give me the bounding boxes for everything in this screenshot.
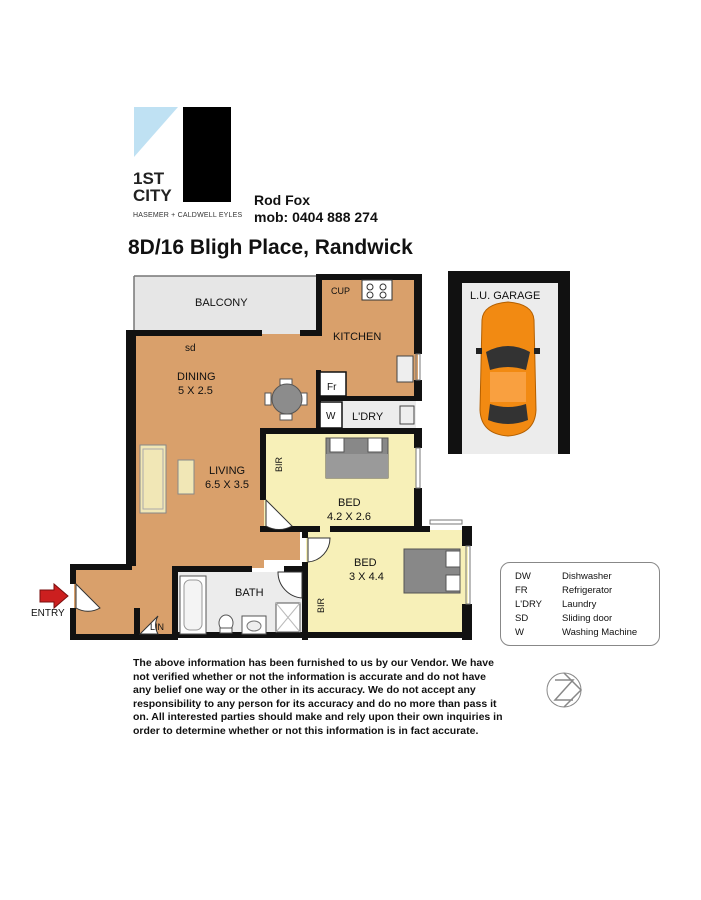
dining-label: DINING bbox=[177, 371, 216, 383]
washing-machine-box bbox=[319, 401, 343, 429]
logo-mark bbox=[134, 107, 231, 202]
windows bbox=[415, 353, 471, 605]
door-swings bbox=[75, 498, 331, 635]
bed-1-door bbox=[265, 498, 293, 530]
kitchen-sink bbox=[396, 355, 414, 383]
fridge-box bbox=[319, 371, 347, 397]
bed-1-label: BED bbox=[338, 497, 361, 509]
bed-2-door bbox=[307, 537, 331, 563]
bir-1-label: BIR bbox=[274, 456, 284, 472]
living-label: LIVING bbox=[209, 465, 245, 477]
cupboard-label: CUP bbox=[331, 286, 350, 296]
agent-mobile: mob: 0404 888 274 bbox=[254, 209, 378, 225]
cooktop bbox=[361, 279, 393, 301]
dining-table bbox=[264, 378, 308, 421]
linen-door bbox=[138, 615, 159, 635]
sofa bbox=[139, 444, 167, 514]
cooktop-burners bbox=[366, 283, 387, 299]
disclaimer-text: The above information has been furnished… bbox=[133, 657, 503, 737]
entry-label: ENTRY bbox=[31, 608, 65, 619]
logo-blue-shape bbox=[134, 107, 178, 157]
coffee-table bbox=[177, 459, 195, 495]
fridge-label: Fr bbox=[327, 382, 337, 393]
bath-label: BATH bbox=[235, 587, 264, 599]
agent-name: Rod Fox bbox=[254, 192, 310, 208]
laundry-label: L'DRY bbox=[352, 411, 384, 423]
washing-machine-label: W bbox=[326, 411, 336, 422]
logo-text: 1ST CITY bbox=[133, 169, 172, 205]
dining-size: 5 X 2.5 bbox=[178, 385, 213, 397]
bed-2-size: 3 X 4.4 bbox=[349, 571, 384, 583]
bed-2-label: BED bbox=[354, 557, 377, 569]
bed-1-furniture bbox=[325, 437, 389, 479]
property-address: 8D/16 Bligh Place, Randwick bbox=[128, 236, 413, 259]
walls bbox=[70, 274, 472, 640]
entry-arrow bbox=[39, 582, 69, 610]
bath-door bbox=[277, 571, 303, 599]
laundry-tub bbox=[399, 405, 415, 425]
bed-1-size: 4.2 X 2.6 bbox=[327, 511, 371, 523]
entry-door bbox=[75, 582, 101, 612]
car-icon bbox=[476, 301, 540, 437]
garage-label: L.U. GARAGE bbox=[470, 290, 540, 302]
north-compass-icon bbox=[546, 672, 583, 708]
sliding-door-label: sd bbox=[185, 343, 196, 354]
bir-2-label: BIR bbox=[316, 597, 326, 613]
logo-black-block bbox=[183, 107, 231, 202]
linen-label: LIN bbox=[150, 622, 164, 632]
agent-contact: Rod Fox mob: 0404 888 274 bbox=[254, 192, 378, 226]
balcony-label: BALCONY bbox=[195, 297, 248, 309]
living-size: 6.5 X 3.5 bbox=[205, 479, 249, 491]
bed-2-furniture bbox=[403, 548, 461, 594]
kitchen-label: KITCHEN bbox=[333, 331, 381, 343]
logo-subtitle: HASEMER + CALDWELL EYLES bbox=[133, 212, 243, 219]
balcony-floor bbox=[134, 276, 320, 334]
